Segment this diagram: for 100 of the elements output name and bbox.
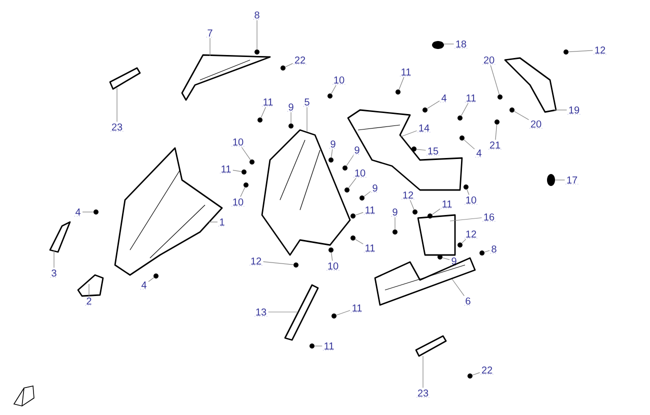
callout-number: 23: [416, 389, 430, 398]
callout-number: 8: [490, 245, 498, 254]
fastener: [494, 120, 500, 124]
fastener: [564, 50, 568, 54]
leader-line: [348, 178, 356, 188]
fastener: [396, 90, 400, 94]
fairing-part: [415, 335, 447, 357]
callout-number: 9: [329, 140, 337, 148]
callout-number: 12: [402, 192, 414, 200]
fastener: [464, 184, 468, 190]
fastener: [294, 262, 298, 268]
fastener: [154, 274, 158, 278]
fastener: [344, 188, 350, 192]
leader-line: [400, 130, 418, 138]
fastener: [428, 214, 432, 218]
callout-number: 10: [326, 262, 340, 270]
callout-number: 4: [140, 282, 148, 290]
fastener: [254, 50, 260, 54]
fairing-part: [347, 109, 463, 191]
fastener: [244, 182, 248, 188]
callout-number: 11: [440, 200, 454, 208]
callout-number: 11: [220, 166, 232, 174]
callout-number: 14: [418, 124, 430, 132]
leader-line: [398, 76, 404, 90]
fastener: [280, 66, 286, 70]
fastener: [360, 196, 364, 200]
clip-part: [432, 41, 444, 49]
leader-line: [262, 261, 294, 266]
fastener: [94, 210, 98, 214]
fastener: [350, 214, 356, 218]
fairing-part: [417, 214, 456, 256]
fastener: [350, 236, 356, 240]
fastener: [242, 170, 246, 174]
leader-line: [306, 106, 308, 132]
callout-number: 11: [364, 206, 376, 214]
leader-line: [346, 154, 354, 166]
leader-line: [464, 139, 475, 150]
callout-number: 11: [400, 68, 412, 76]
fastener: [438, 254, 442, 260]
callout-number: 11: [350, 304, 364, 312]
fairing-part: [49, 221, 71, 253]
leader-line: [331, 148, 333, 158]
callout-number: 11: [322, 342, 336, 350]
fastener: [498, 94, 502, 100]
callout-number: 18: [454, 40, 468, 48]
leader-line: [452, 278, 464, 296]
callout-number: 9: [450, 257, 458, 266]
fairing-part: [114, 147, 223, 276]
fastener: [460, 136, 464, 140]
callout-number: 15: [426, 148, 440, 156]
fairing-part: [261, 129, 351, 256]
callout-number: 17: [566, 176, 578, 184]
fastener: [480, 250, 484, 256]
callout-number: 10: [232, 198, 244, 206]
callout-number: 10: [332, 76, 346, 84]
leader-line: [416, 148, 426, 151]
callout-number: 9: [391, 208, 399, 216]
leader-line: [461, 102, 468, 116]
leader-line: [364, 191, 371, 197]
callout-number: 11: [364, 244, 376, 252]
callout-number: 8: [253, 11, 261, 20]
fastener: [458, 116, 462, 120]
leader-line: [466, 189, 470, 196]
callout-number: 5: [303, 98, 311, 106]
leader-line: [355, 212, 364, 216]
leader-line: [462, 238, 466, 244]
callout-number: 4: [74, 208, 82, 216]
callout-number: 3: [50, 269, 58, 278]
callout-number: 1: [218, 218, 226, 226]
fastener: [288, 124, 294, 128]
callout-number: 7: [206, 30, 214, 38]
leader-line: [394, 216, 396, 230]
fastener: [412, 146, 416, 152]
leader-line: [331, 252, 333, 262]
fastener: [328, 94, 332, 98]
callout-number: 20: [530, 120, 542, 128]
fastener: [458, 242, 462, 248]
fastener: [468, 374, 472, 378]
leader-line: [331, 84, 336, 94]
leader-line: [472, 372, 480, 376]
fastener: [328, 158, 334, 162]
leader-line: [495, 124, 498, 140]
fairing-part: [77, 274, 104, 297]
fairing-part: [109, 67, 141, 90]
callout-number: 9: [353, 146, 361, 154]
leader-line: [568, 50, 594, 52]
callout-number: 22: [294, 56, 306, 64]
callout-number: 6: [464, 297, 472, 306]
callout-number: 11: [262, 98, 274, 106]
fastener: [342, 166, 348, 170]
leader-line: [260, 106, 266, 118]
fastener: [412, 210, 418, 214]
callout-number: 4: [440, 94, 448, 102]
leader-line: [450, 217, 482, 222]
fairing-part: [374, 257, 476, 306]
fastener: [392, 230, 398, 234]
fastener: [328, 248, 334, 252]
fastener: [250, 160, 254, 164]
leader-line: [336, 310, 350, 316]
callout-number: 10: [232, 138, 244, 146]
